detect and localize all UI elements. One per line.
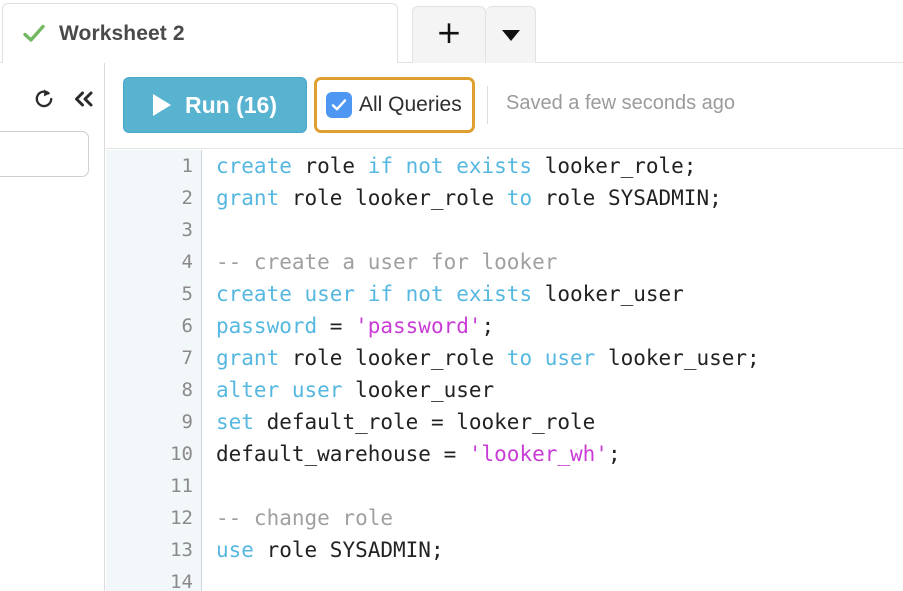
line-number: 12 <box>170 507 193 529</box>
code-line-text: password = 'password'; <box>216 314 495 338</box>
line-number: 14 <box>170 571 193 591</box>
all-queries-label: All Queries <box>359 93 462 116</box>
code-line-text: -- create a user for looker <box>216 250 558 274</box>
code-area[interactable]: 1 create role if not exists looker_role; 2… <box>106 150 903 591</box>
tab-worksheet-2[interactable]: Worksheet 2 <box>2 3 398 63</box>
line-number: 5 <box>181 283 193 305</box>
left-sidebar <box>0 63 105 591</box>
line-number: 11 <box>170 475 193 497</box>
code-line-text: grant role looker_role to user looker_us… <box>216 346 760 370</box>
all-queries-toggle[interactable]: All Queries <box>314 77 475 133</box>
code-line[interactable]: 3 <box>106 214 903 246</box>
play-icon <box>153 94 171 116</box>
line-number: 8 <box>181 379 193 401</box>
code-line[interactable]: 2 grant role looker_role to role SYSADMIN… <box>106 182 903 214</box>
line-number: 6 <box>181 315 193 337</box>
run-button[interactable]: Run (16) <box>123 77 307 133</box>
line-number: 9 <box>181 411 193 433</box>
code-line[interactable]: 5 create user if not exists looker_user <box>106 278 903 310</box>
line-number: 3 <box>181 219 193 241</box>
saved-status-text: Saved a few seconds ago <box>506 92 736 114</box>
code-line-text: create role if not exists looker_role; <box>216 154 697 178</box>
worksheet-menu-button[interactable] <box>486 6 536 63</box>
line-number: 7 <box>181 347 193 369</box>
double-chevron-left-icon <box>75 91 93 107</box>
tab-title: Worksheet 2 <box>59 21 185 45</box>
sidebar-search-input[interactable] <box>0 131 89 177</box>
line-number-gutter <box>106 150 202 591</box>
tab-bar: Worksheet 2 + <box>0 0 903 63</box>
run-button-label: Run (16) <box>185 91 277 118</box>
sql-editor[interactable]: 1 create role if not exists looker_role; 2… <box>106 150 903 591</box>
sidebar-icon-row <box>0 81 105 117</box>
line-number: 10 <box>170 443 193 465</box>
code-line[interactable]: 9 set default_role = looker_role <box>106 406 903 438</box>
code-line[interactable]: 6 password = 'password'; <box>106 310 903 342</box>
refresh-button[interactable] <box>31 86 57 112</box>
code-line-text: grant role looker_role to role SYSADMIN; <box>216 186 722 210</box>
line-number: 1 <box>181 155 193 177</box>
plus-icon: + <box>436 15 462 51</box>
code-line[interactable]: 1 create role if not exists looker_role; <box>106 150 903 182</box>
editor-toolbar: Run (16) All Queries Saved a few seconds… <box>106 63 903 149</box>
refresh-icon <box>35 89 53 108</box>
code-line-text: create user if not exists looker_user <box>216 282 684 306</box>
code-line[interactable]: 7 grant role looker_role to user looker_u… <box>106 342 903 374</box>
code-line-text: set default_role = looker_role <box>216 410 596 434</box>
code-line-text: default_warehouse = 'looker_wh'; <box>216 442 621 466</box>
check-icon <box>23 24 45 42</box>
code-line[interactable]: 13 use role SYSADMIN; <box>106 534 903 566</box>
code-line-text: use role SYSADMIN; <box>216 538 444 562</box>
line-number: 2 <box>181 187 193 209</box>
line-number: 4 <box>181 251 193 273</box>
code-line-text: alter user looker_user <box>216 378 495 402</box>
code-line[interactable]: 8 alter user looker_user <box>106 374 903 406</box>
all-queries-checkbox[interactable] <box>326 92 352 118</box>
line-number: 13 <box>170 539 193 561</box>
code-line[interactable]: 11 <box>106 470 903 502</box>
checkmark-icon <box>331 99 347 111</box>
code-line[interactable]: 10 default_warehouse = 'looker_wh'; <box>106 438 903 470</box>
code-line-text: -- change role <box>216 506 394 530</box>
collapse-panel-button[interactable] <box>71 86 97 112</box>
chevron-down-icon <box>501 29 520 41</box>
add-worksheet-button[interactable]: + <box>412 6 486 63</box>
toolbar-divider <box>487 86 488 124</box>
code-line[interactable]: 14 <box>106 566 903 591</box>
code-line[interactable]: 12 -- change role <box>106 502 903 534</box>
code-line[interactable]: 4 -- create a user for looker <box>106 246 903 278</box>
